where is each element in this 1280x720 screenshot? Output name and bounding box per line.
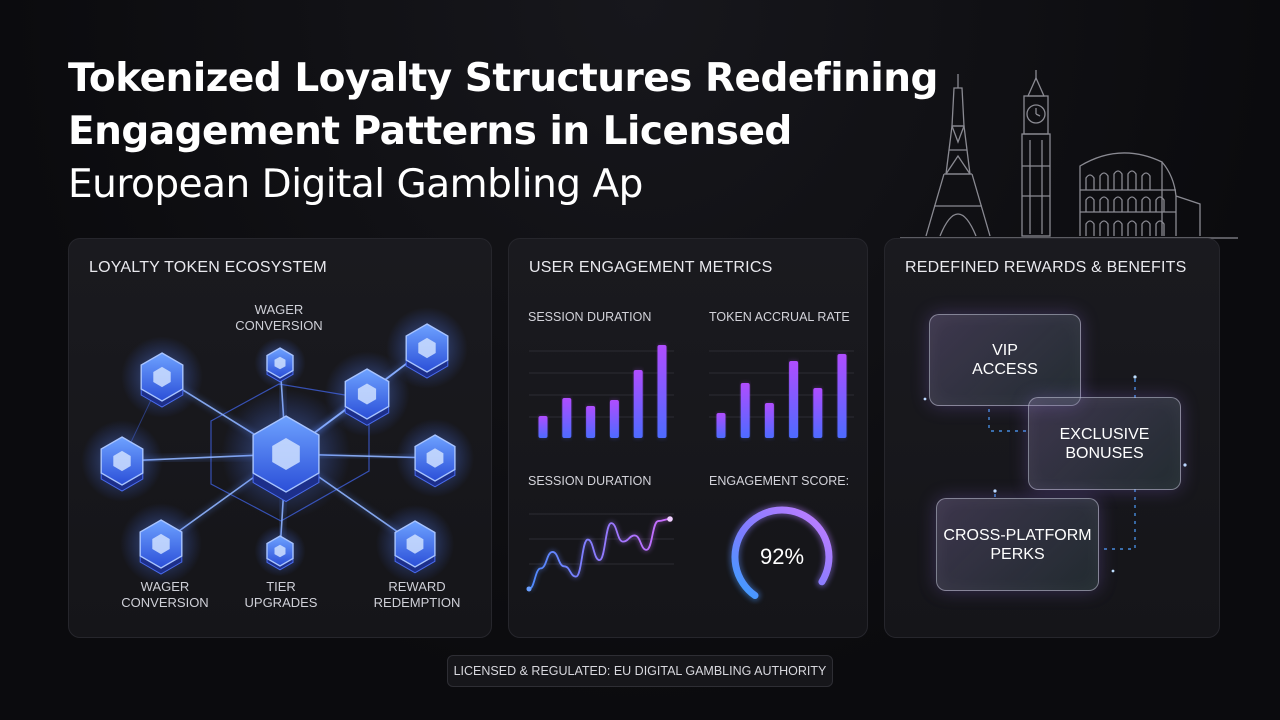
- bar: [740, 383, 750, 438]
- token-node-2-core: [113, 450, 131, 472]
- bar: [538, 416, 548, 438]
- bar: [813, 388, 823, 438]
- session-duration-grid: [529, 350, 674, 418]
- token-node-5-core: [357, 383, 377, 405]
- label-line: REWARD: [388, 579, 446, 594]
- bar: [789, 361, 799, 438]
- token-node-6-core: [418, 337, 436, 359]
- label-bottom-wager-conversion: WAGER CONVERSION: [115, 579, 215, 611]
- metrics-charts: [526, 345, 854, 602]
- label-line: REDEMPTION: [373, 595, 461, 610]
- session-line-chart: [526, 516, 673, 592]
- card-line: EXCLUSIVE: [1059, 425, 1150, 443]
- exclusive-bonuses-card[interactable]: EXCLUSIVE BONUSES: [1028, 397, 1181, 490]
- connector-vip-bonuses: [988, 409, 1027, 432]
- spark: [1133, 375, 1137, 379]
- label-top-wager-conversion: WAGER CONVERSION: [229, 302, 329, 334]
- label-line: WAGER: [140, 579, 190, 594]
- token-network-diagram: [81, 307, 475, 585]
- bar: [633, 370, 643, 438]
- european-skyline-illustration: [900, 70, 1238, 239]
- user-engagement-metrics-panel: USER ENGAGEMENT METRICS SESSION DURATION…: [508, 238, 868, 638]
- connector-bonuses-perks: [1099, 489, 1136, 550]
- engagement-gauge: [728, 504, 835, 602]
- spark: [923, 397, 927, 401]
- token-node-4-core: [274, 356, 286, 370]
- redefined-rewards-panel: REDEFINED REWARDS & BENEFITS VIP ACCESS …: [884, 238, 1220, 638]
- session-line: [528, 518, 671, 590]
- metrics-title: USER ENGAGEMENT METRICS: [529, 259, 773, 276]
- vip-access-text: VIP ACCESS: [972, 341, 1038, 379]
- token-node-9-core: [274, 544, 286, 558]
- spark: [993, 489, 997, 493]
- engagement-score-value: 92%: [759, 544, 805, 569]
- label-line: CONVERSION: [121, 595, 209, 610]
- cross-platform-perks-card[interactable]: CROSS-PLATFORM PERKS: [936, 498, 1099, 591]
- bar: [657, 345, 667, 438]
- license-footer-badge: LICENSED & REGULATED: EU DIGITAL GAMBLIN…: [447, 655, 833, 687]
- vip-access-card[interactable]: VIP ACCESS: [929, 314, 1081, 406]
- bar: [837, 354, 847, 438]
- rewards-connectors: [923, 375, 1187, 573]
- rewards-title: REDEFINED REWARDS & BENEFITS: [905, 259, 1187, 276]
- session-line-start-point: [526, 586, 532, 592]
- token-accrual-label: TOKEN ACCRUAL RATE: [709, 310, 850, 324]
- title-line-2: Engagement Patterns in Licensed: [68, 109, 792, 154]
- bar: [609, 400, 619, 438]
- token-node-8-core: [406, 534, 424, 554]
- central-token-hub-core: [272, 438, 300, 470]
- spark: [1111, 569, 1115, 573]
- token-accrual-grid: [709, 350, 854, 418]
- label-line: TIER: [266, 579, 296, 594]
- token-accrual-bars: [716, 354, 847, 438]
- card-line: BONUSES: [1065, 444, 1144, 462]
- session-duration-label: SESSION DURATION: [528, 310, 652, 324]
- session-line-end-point: [667, 516, 673, 522]
- exclusive-bonuses-text: EXCLUSIVE BONUSES: [1060, 425, 1150, 463]
- label-reward-redemption: REWARD REDEMPTION: [367, 579, 467, 611]
- label-tier-upgrades: TIER UPGRADES: [231, 579, 331, 611]
- token-node-3-core: [152, 533, 170, 555]
- page-title: Tokenized Loyalty Structures Redefining …: [68, 52, 968, 211]
- title-line-3: European Digital Gambling Ap: [68, 162, 643, 207]
- bar: [562, 398, 572, 438]
- card-line: VIP: [992, 342, 1018, 359]
- label-line: CONVERSION: [235, 318, 323, 333]
- network-nodes: [81, 307, 475, 585]
- cross-platform-perks-text: CROSS-PLATFORM PERKS: [943, 526, 1091, 564]
- bar: [586, 406, 596, 438]
- card-line: CROSS-PLATFORM: [943, 526, 1092, 544]
- loyalty-token-ecosystem-panel: LOYALTY TOKEN ECOSYSTEM WAGER CONVERSION…: [68, 238, 492, 638]
- card-line: ACCESS: [972, 361, 1038, 378]
- title-line-1: Tokenized Loyalty Structures Redefining: [68, 56, 938, 101]
- bar: [764, 403, 774, 438]
- spark: [1183, 463, 1187, 467]
- card-line: PERKS: [990, 545, 1045, 563]
- bar: [716, 413, 726, 438]
- token-node-1-core: [153, 366, 171, 388]
- label-line: UPGRADES: [244, 595, 318, 610]
- engagement-score-label: ENGAGEMENT SCORE:: [709, 474, 850, 488]
- session-duration-bars: [538, 345, 667, 438]
- session-duration-label-2: SESSION DURATION: [528, 474, 652, 488]
- ecosystem-title: LOYALTY TOKEN ECOSYSTEM: [89, 259, 327, 276]
- gauge-arc: [731, 506, 833, 599]
- label-line: WAGER: [254, 302, 304, 317]
- token-node-7-core: [426, 448, 444, 468]
